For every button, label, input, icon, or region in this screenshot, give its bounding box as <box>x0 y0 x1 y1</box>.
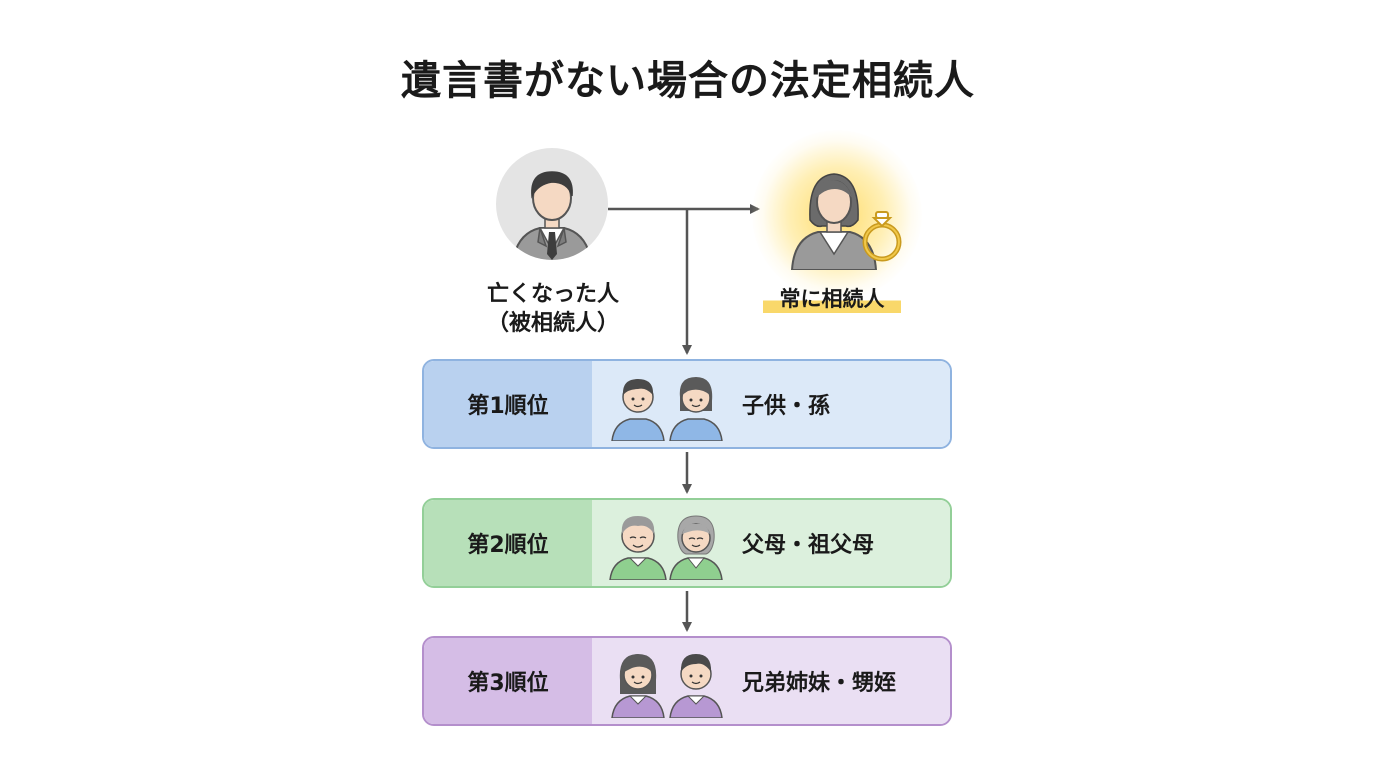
rank-2-label: 第2順位 <box>424 500 592 586</box>
rank-1-people: 子供・孫 <box>742 394 831 419</box>
rank-3-box: 第3順位 兄弟姉妹・甥姪 <box>422 636 952 726</box>
rank-2-people: 父母・祖父母 <box>742 533 875 558</box>
deceased-label: 亡くなった人 （被相続人） <box>438 280 668 338</box>
children-icon <box>611 377 723 441</box>
spouse-person-icon <box>790 173 902 270</box>
ring-icon <box>862 211 902 262</box>
parents-icon <box>609 515 723 580</box>
diagram-title: 遺言書がない場合の法定相続人 <box>401 58 975 104</box>
siblings-icon <box>611 654 723 718</box>
rank-1-box: 第1順位 子供・孫 <box>422 359 952 449</box>
spouse-label: 常に相続人 <box>763 285 901 313</box>
rank-1-label: 第1順位 <box>424 361 592 447</box>
rank-3-label: 第3順位 <box>424 638 592 724</box>
rank-2-box: 第2順位 父母・祖父母 <box>422 498 952 588</box>
deceased-label-line2: （被相続人） <box>486 311 619 336</box>
deceased-label-line1: 亡くなった人 <box>486 282 619 307</box>
rank-3-people: 兄弟姉妹・甥姪 <box>742 671 897 696</box>
deceased-person-icon <box>496 148 608 260</box>
